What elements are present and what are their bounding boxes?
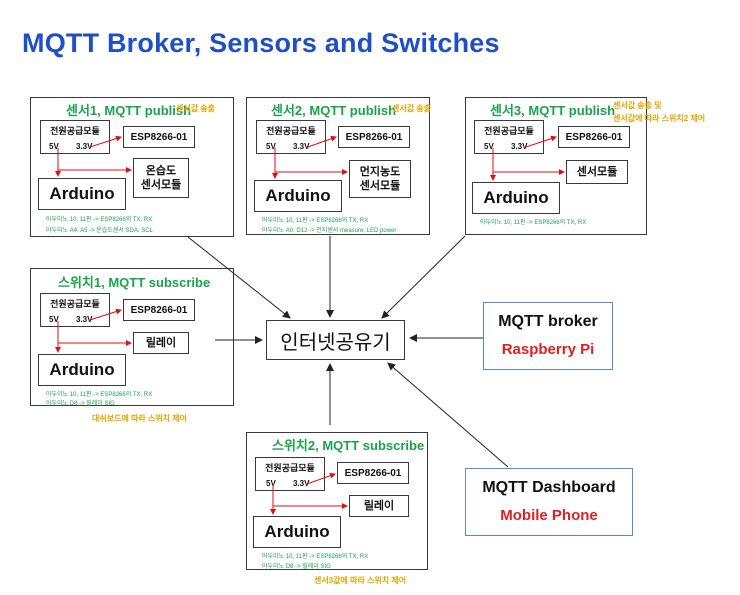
sensor3-5v: 5V xyxy=(484,142,494,151)
sw1-wire-relay xyxy=(57,321,132,346)
arrow-dashboard-hub xyxy=(387,362,509,468)
s1-wire-esp xyxy=(89,135,122,148)
switch1-title: 스위치1, MQTT subscribe xyxy=(58,275,211,290)
sensor1-power-module: 전원공급모듈 xyxy=(40,120,110,154)
switch1-note: 대쉬보드에 따라 스위치 제어 xyxy=(92,414,187,423)
switch2-relay-label: 릴레이 xyxy=(363,500,395,512)
broker-name: MQTT broker xyxy=(498,313,598,330)
sw2-wire-relay xyxy=(272,485,348,509)
sensor3-esp-label: ESP8266-01 xyxy=(565,131,623,143)
sensor1-5v: 5V xyxy=(49,142,59,151)
sensor1-arduino-label: Arduino xyxy=(49,184,115,203)
sensor1-detail1: 아두이노 10, 11핀 -> ESP8266의 TX, RX xyxy=(46,217,153,223)
sensor2-arduino: Arduino xyxy=(254,180,342,212)
sensor1-power-label: 전원공급모듈 xyxy=(50,126,100,136)
sensor2-module: 먼지농도 센서모듈 xyxy=(349,160,411,198)
sensor2-5v: 5V xyxy=(266,142,276,151)
sw1-wire-esp xyxy=(89,308,122,321)
switch2-power-module: 전원공급모듈 xyxy=(255,457,325,491)
sensor1-note: 센서값 송출 xyxy=(176,104,216,113)
sensor3-power-label: 전원공급모듈 xyxy=(484,126,534,136)
switch1-esp: ESP8266-01 xyxy=(123,299,195,321)
dashboard-device: Mobile Phone xyxy=(500,507,598,524)
switch2-power-label: 전원공급모듈 xyxy=(265,463,315,473)
switch2-esp-label: ESP8266-01 xyxy=(344,467,402,479)
switch2-title: 스위치2, MQTT subscribe xyxy=(272,438,425,453)
sensor2-title: 센서2, MQTT publish xyxy=(271,103,397,118)
sensor2-arduino-label: Arduino xyxy=(265,186,331,205)
mqtt-dashboard-box: MQTT Dashboard Mobile Phone xyxy=(465,468,633,536)
switch1-relay-label: 릴레이 xyxy=(145,337,177,349)
switch1-detail2: 아두이노 D8 -> 릴레이 SIG xyxy=(46,401,115,407)
sensor1-esp-label: ESP8266-01 xyxy=(130,131,188,143)
s3-wire-esp xyxy=(525,135,557,148)
sensor1-arduino: Arduino xyxy=(38,178,126,210)
sw2-wire-esp xyxy=(306,472,336,485)
dashboard-name: MQTT Dashboard xyxy=(482,479,616,496)
s2-wire-esp xyxy=(307,135,337,148)
sensor1-detail2: 아두이노 A4, A5 -> 온습도센서 SDA, SCL xyxy=(46,228,153,234)
sensor3-title: 센서3, MQTT publish xyxy=(490,103,616,118)
sensor2-module-label: 먼지농도 센서모듈 xyxy=(359,166,401,192)
switch2-arduino: Arduino xyxy=(253,516,341,548)
switch1-5v: 5V xyxy=(49,315,59,324)
switch1-power-module: 전원공급모듈 xyxy=(40,293,110,327)
switch1-arduino: Arduino xyxy=(38,354,126,386)
switch2-33v: 3.3V xyxy=(293,479,310,488)
switch2-esp: ESP8266-01 xyxy=(337,462,409,484)
sensor1-33v: 3.3V xyxy=(76,142,93,151)
router-hub-label: 인터넷공유기 xyxy=(280,329,391,354)
s1-wire-sensor xyxy=(57,148,132,173)
sensor2-detail1: 아두이노 10, 11핀 -> ESP8266의 TX, RX xyxy=(262,218,369,224)
switch1-power-label: 전원공급모듈 xyxy=(50,299,100,309)
page-title: MQTT Broker, Sensors and Switches xyxy=(22,28,500,58)
sensor3-arduino-label: Arduino xyxy=(483,188,549,207)
sensor3-note1: 센서값 송출 및 xyxy=(613,101,662,110)
switch1-relay: 릴레이 xyxy=(133,332,189,354)
switch2-arduino-label: Arduino xyxy=(264,522,330,541)
sensor2-33v: 3.3V xyxy=(293,142,310,151)
sensor2-esp: ESP8266-01 xyxy=(338,126,410,148)
mqtt-broker-box: MQTT broker Raspberry Pi xyxy=(483,302,613,370)
sensor3-note2: 센서값에 따라 스위치2 제어 xyxy=(613,114,706,123)
arrow-sensor1-hub xyxy=(187,236,291,319)
sensor1-esp: ESP8266-01 xyxy=(123,126,195,148)
sensor2-power-module: 전원공급모듈 xyxy=(256,120,326,154)
switch2-5v: 5V xyxy=(266,479,276,488)
switch1-esp-label: ESP8266-01 xyxy=(130,304,188,316)
switch1-arduino-label: Arduino xyxy=(49,360,115,379)
sensor2-esp-label: ESP8266-01 xyxy=(345,131,403,143)
sensor3-33v: 3.3V xyxy=(511,142,528,151)
broker-device: Raspberry Pi xyxy=(501,341,595,358)
sensor3-power-module: 전원공급모듈 xyxy=(474,120,544,154)
s3-wire-sensor xyxy=(492,148,565,175)
s2-wire-sensor xyxy=(274,148,348,175)
sensor2-detail2: 아두이노 A0, D12 -> 먼지센서 measure, LED power xyxy=(262,228,397,234)
switch1-33v: 3.3V xyxy=(76,315,93,324)
sensor2-note: 센서값 송출 xyxy=(392,104,432,113)
sensor1-module: 온습도 센서모듈 xyxy=(133,158,189,198)
router-hub: 인터넷공유기 xyxy=(266,320,405,360)
arrow-sensor3-hub xyxy=(381,235,466,319)
sensor3-module: 센서모듈 xyxy=(566,160,628,184)
sensor3-detail1: 아두이노 10, 11핀 -> ESP8266의 TX, RX xyxy=(480,220,587,226)
sensor1-module-label: 온습도 센서모듈 xyxy=(140,165,182,191)
switch1-detail1: 아두이노 10, 11핀 -> ESP8266의 TX, RX xyxy=(46,392,153,398)
switch2-detail1: 아두이노 10, 11핀 -> ESP8266의 TX, RX xyxy=(262,554,369,560)
sensor3-module-label: 센서모듈 xyxy=(576,166,618,178)
switch2-relay: 릴레이 xyxy=(349,495,409,517)
sensor3-esp: ESP8266-01 xyxy=(558,126,630,148)
switch2-note: 센서3값에 따라 스위치 제어 xyxy=(314,576,407,585)
switch2-detail2: 아두이노 D8 -> 릴레이 SIG xyxy=(262,564,331,570)
sensor2-power-label: 전원공급모듈 xyxy=(266,126,316,136)
sensor3-arduino: Arduino xyxy=(472,182,560,214)
sensor1-title: 센서1, MQTT publish xyxy=(66,103,192,118)
